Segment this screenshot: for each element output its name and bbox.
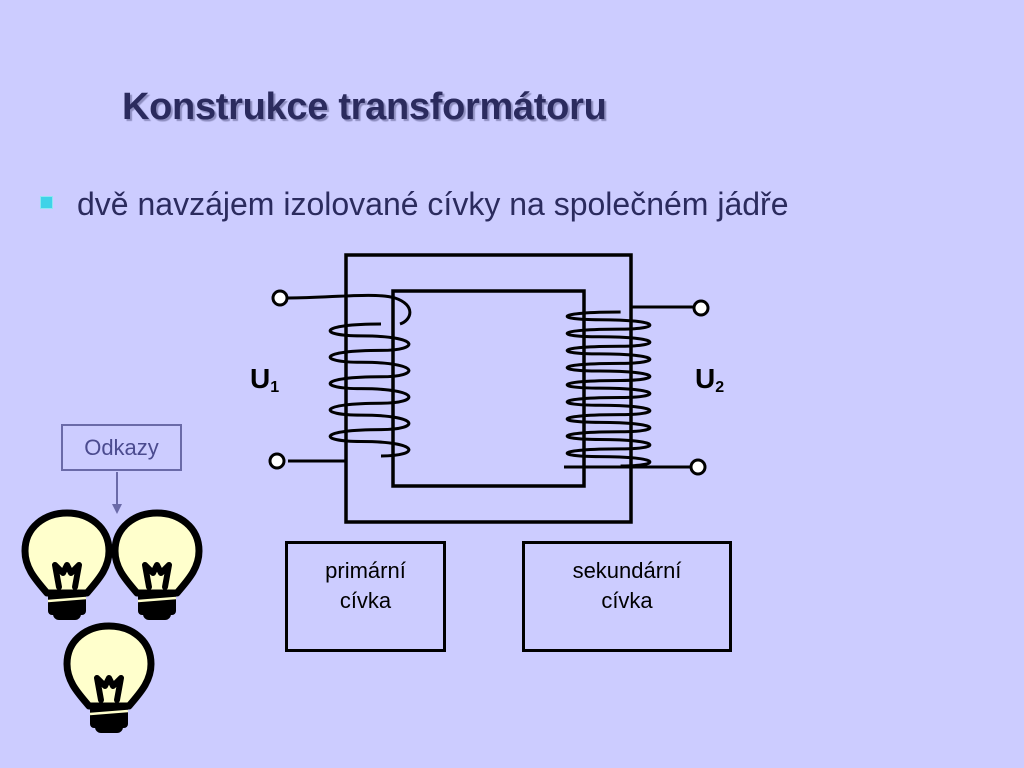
bullet-marker xyxy=(40,196,53,209)
terminal-primary-bottom xyxy=(268,452,286,470)
lightbulb-icon[interactable] xyxy=(25,513,109,620)
primary-coil-label: primární cívka xyxy=(285,541,446,652)
secondary-coil xyxy=(565,310,652,468)
slide-title: Konstrukce transformátoru xyxy=(122,86,607,128)
voltage-label-u1: U1 xyxy=(250,363,280,396)
primary-coil-winding xyxy=(328,322,411,458)
primary-label-line2: cívka xyxy=(339,588,392,613)
secondary-label-line2: cívka xyxy=(601,588,653,613)
lightbulb-icon[interactable] xyxy=(67,626,151,733)
bullet-item: dvě navzájem izolované cívky na společné… xyxy=(40,186,788,223)
lightbulb-icon[interactable] xyxy=(115,513,199,620)
secondary-label-line1: sekundární xyxy=(572,558,682,583)
secondary-coil-label: sekundární cívka xyxy=(522,541,732,652)
terminal-secondary-top xyxy=(692,299,710,317)
bullet-text: dvě navzájem izolované cívky na společné… xyxy=(77,186,789,222)
links-button[interactable]: Odkazy xyxy=(61,424,182,471)
primary-leads xyxy=(287,293,412,463)
voltage-label-u2: U2 xyxy=(695,363,725,396)
terminal-secondary-bottom xyxy=(689,458,707,476)
secondary-coil-winding xyxy=(565,310,652,468)
primary-label-line1: primární xyxy=(325,558,406,583)
links-arrow xyxy=(112,472,122,514)
primary-coil xyxy=(328,322,411,458)
terminal-primary-top xyxy=(271,289,289,307)
